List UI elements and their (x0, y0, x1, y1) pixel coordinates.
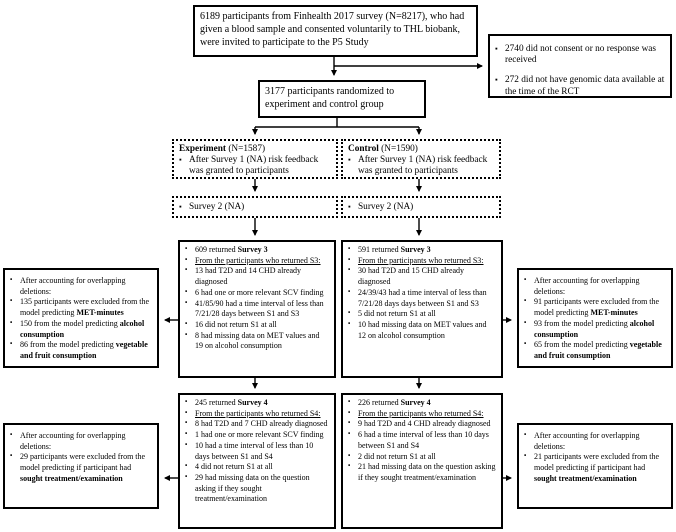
exclusion-bottom-control-box: After accounting for overlapping deletio… (517, 423, 673, 509)
list-item: 609 returned Survey 3 (185, 244, 329, 256)
list-item: Survey 2 (NA) (348, 201, 494, 213)
exclusion-bottom-control-list: After accounting for overlapping deletio… (524, 430, 666, 485)
survey2-control-list: Survey 2 (NA) (348, 201, 494, 213)
list-item: After accounting for overlapping deletio… (10, 430, 152, 452)
invited-text: 6189 participants from Finhealth 2017 su… (200, 11, 465, 48)
survey4-experiment-box: 245 returned Survey 4From the participan… (178, 393, 336, 529)
survey3-control-list: 591 returned Survey 3From the participan… (348, 244, 496, 341)
survey4-control-box: 226 returned Survey 4From the participan… (341, 393, 503, 529)
list-item: 41/85/90 had a time interval of less tha… (185, 297, 329, 320)
list-item: 29 had missing data on the question aski… (185, 472, 329, 505)
list-item: From the participants who returned S3: (348, 255, 496, 267)
list-item: After accounting for overlapping deletio… (524, 430, 666, 452)
list-item: 65 from the model predicting vegetable a… (524, 339, 666, 361)
exclusion-mid-control-box: After accounting for overlapping deletio… (517, 268, 673, 368)
exclusion-consent-box: 2740 did not consent or no response was … (488, 34, 672, 98)
exclusion-bottom-experiment-list: After accounting for overlapping deletio… (10, 430, 152, 485)
list-item: 8 had T2D and 7 CHD already diagnosed (185, 418, 329, 430)
list-item: From the participants who returned S4: (348, 408, 496, 420)
list-item: 21 had missing data on the question aski… (348, 461, 496, 483)
list-item: 135 participants were excluded from the … (10, 296, 152, 318)
list-item: 245 returned Survey 4 (185, 397, 329, 409)
list-item: Survey 2 (NA) (179, 201, 331, 213)
list-item: From the participants who returned S4: (185, 408, 329, 420)
control-group-list: After Survey 1 (NA) risk feedback was gr… (348, 154, 494, 177)
list-item: 591 returned Survey 3 (348, 244, 496, 256)
survey3-control-box: 591 returned Survey 3From the participan… (341, 240, 503, 378)
list-item: 10 had a time interval of less than 10 d… (185, 440, 329, 462)
survey3-experiment-list: 609 returned Survey 3From the participan… (185, 244, 329, 352)
exclusion-mid-experiment-list: After accounting for overlapping deletio… (10, 275, 152, 362)
survey4-control-list: 226 returned Survey 4From the participan… (348, 397, 496, 484)
list-item: 13 had T2D and 14 CHD already diagnosed (185, 265, 329, 287)
list-item: After Survey 1 (NA) risk feedback was gr… (179, 154, 331, 177)
list-item: After accounting for overlapping deletio… (524, 275, 666, 297)
list-item: 16 did not return S1 at all (185, 319, 329, 331)
exclusion-consent-list: 2740 did not consent or no response was … (495, 43, 665, 96)
exclusion-mid-control-list: After accounting for overlapping deletio… (524, 275, 666, 362)
exclusion-bottom-experiment-box: After accounting for overlapping deletio… (3, 423, 159, 509)
list-item: 10 had missing data on MET values and 12… (348, 319, 496, 341)
list-item: From the participants who returned S3: (185, 255, 329, 267)
randomized-box: 3177 participants randomized to experime… (258, 80, 426, 118)
list-item: 226 returned Survey 4 (348, 397, 496, 409)
list-item: 6 had a time interval of less than 10 da… (348, 429, 496, 451)
survey3-experiment-box: 609 returned Survey 3From the participan… (178, 240, 336, 378)
list-item: 8 had missing data on MET values and 19 … (185, 330, 329, 352)
experiment-group-list: After Survey 1 (NA) risk feedback was gr… (179, 154, 331, 177)
survey4-experiment-list: 245 returned Survey 4From the participan… (185, 397, 329, 505)
control-group-title: Control (N=1590) (348, 144, 418, 154)
survey2-control-box: Survey 2 (NA) (341, 196, 501, 218)
list-item: 6 had one or more relevant SCV finding (185, 287, 329, 299)
experiment-group-title: Experiment (N=1587) (179, 144, 266, 154)
list-item: After Survey 1 (NA) risk feedback was gr… (348, 154, 494, 177)
exclusion-mid-experiment-box: After accounting for overlapping deletio… (3, 268, 159, 368)
list-item: 24/39/43 had a time interval of less tha… (348, 287, 496, 309)
survey2-experiment-box: Survey 2 (NA) (172, 196, 338, 218)
experiment-group-box: Experiment (N=1587) After Survey 1 (NA) … (172, 139, 338, 179)
randomized-text: 3177 participants randomized to experime… (265, 86, 395, 110)
list-item: 150 from the model predicting alcohol co… (10, 318, 152, 340)
list-item: 272 did not have genomic data available … (495, 74, 665, 96)
list-item: 86 from the model predicting vegetable a… (10, 339, 152, 361)
control-group-box: Control (N=1590) After Survey 1 (NA) ris… (341, 139, 501, 179)
list-item: 2740 did not consent or no response was … (495, 43, 665, 66)
list-item: 4 did not return S1 at all (185, 461, 329, 473)
invited-box: 6189 participants from Finhealth 2017 su… (193, 5, 478, 57)
list-item: 29 participants were excluded from the m… (10, 451, 152, 484)
list-item: 30 had T2D and 15 CHD already diagnosed (348, 265, 496, 287)
list-item: 5 did not return S1 at all (348, 308, 496, 320)
list-item: 93 from the model predicting alcohol con… (524, 318, 666, 340)
list-item: 91 participants were excluded from the m… (524, 296, 666, 318)
list-item: After accounting for overlapping deletio… (10, 275, 152, 297)
list-item: 9 had T2D and 4 CHD already diagnosed (348, 418, 496, 430)
list-item: 2 did not return S1 at all (348, 451, 496, 463)
list-item: 21 participants were excluded from the m… (524, 451, 666, 484)
survey2-experiment-list: Survey 2 (NA) (179, 201, 331, 213)
list-item: 1 had one or more relevant SCV finding (185, 429, 329, 441)
